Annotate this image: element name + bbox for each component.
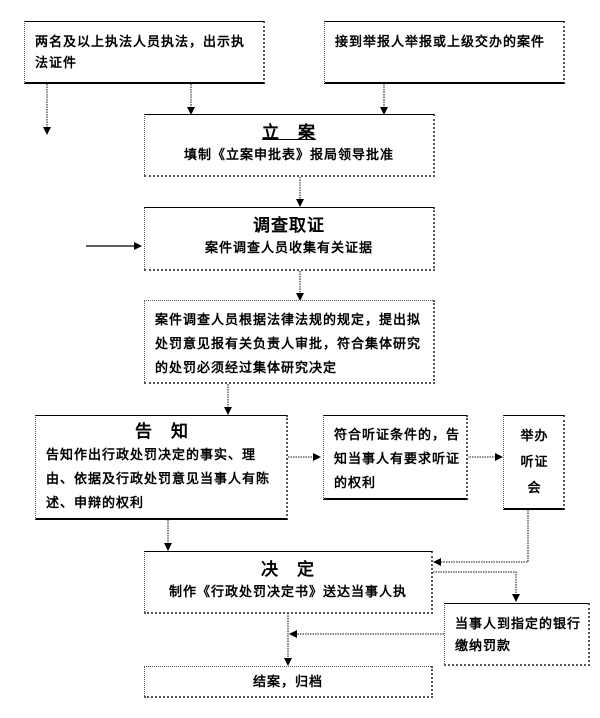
source-right-box: 接到举报人举报或上级交办的案件	[324, 21, 565, 84]
filing-box: 立 案 填制《立案申批表》报局领导批准	[144, 114, 435, 177]
hearing-notice-box: 符合听证条件的，告知当事人有要求听证的权利	[323, 415, 468, 500]
close-text: 结案，归档	[252, 675, 323, 690]
hearing-notice-text: 符合听证条件的，告知当事人有要求听证的权利	[334, 428, 461, 491]
filing-text: 填制《立案申批表》报局领导批准	[183, 148, 394, 163]
notify-box: 告 知 告知作出行政处罚决定的事实、理由、依据及行政处罚意见当事人有陈述、申辩的…	[35, 415, 288, 520]
decision-box: 决 定 制作《行政处罚决定书》送达当事人执	[144, 551, 433, 614]
review-text: 案件调查人员根据法律法规的规定，提出拟处罚意见报有关负责人审批，符合集体研究的处…	[155, 313, 422, 376]
hearing-box: 举办听证会	[503, 415, 565, 510]
notify-title: 告 知	[135, 422, 189, 442]
investigation-box: 调查取证 案件调查人员收集有关证据	[144, 207, 435, 271]
investigation-title: 调查取证	[253, 216, 325, 236]
source-right-text: 接到举报人举报或上级交办的案件	[335, 35, 546, 50]
arrow-decision-to-payment	[433, 571, 520, 602]
payment-text: 当事人到指定的银行缴纳罚款	[455, 617, 582, 654]
decision-text: 制作《行政处罚决定书》送达当事人执	[168, 585, 407, 600]
filing-title: 立 案	[262, 123, 316, 143]
arrow-hearing-to-decision	[433, 510, 529, 566]
hearing-text: 举办听证会	[520, 429, 549, 496]
payment-box: 当事人到指定的银行缴纳罚款	[444, 603, 590, 666]
review-box: 案件调查人员根据法律法规的规定，提出拟处罚意见报有关负责人审批，符合集体研究的处…	[144, 300, 435, 384]
decision-title: 决 定	[261, 560, 315, 580]
investigation-text: 案件调查人员收集有关证据	[204, 241, 373, 256]
source-left-text: 两名及以上执法人员执法，出示执法证件	[35, 35, 246, 71]
source-left-box: 两名及以上执法人员执法，出示执法证件	[24, 21, 265, 84]
notify-text: 告知作出行政处罚决定的事实、理由、依据及行政处罚意见当事人有陈述、申辩的权利	[46, 448, 271, 511]
close-box: 结案，归档	[144, 666, 433, 698]
